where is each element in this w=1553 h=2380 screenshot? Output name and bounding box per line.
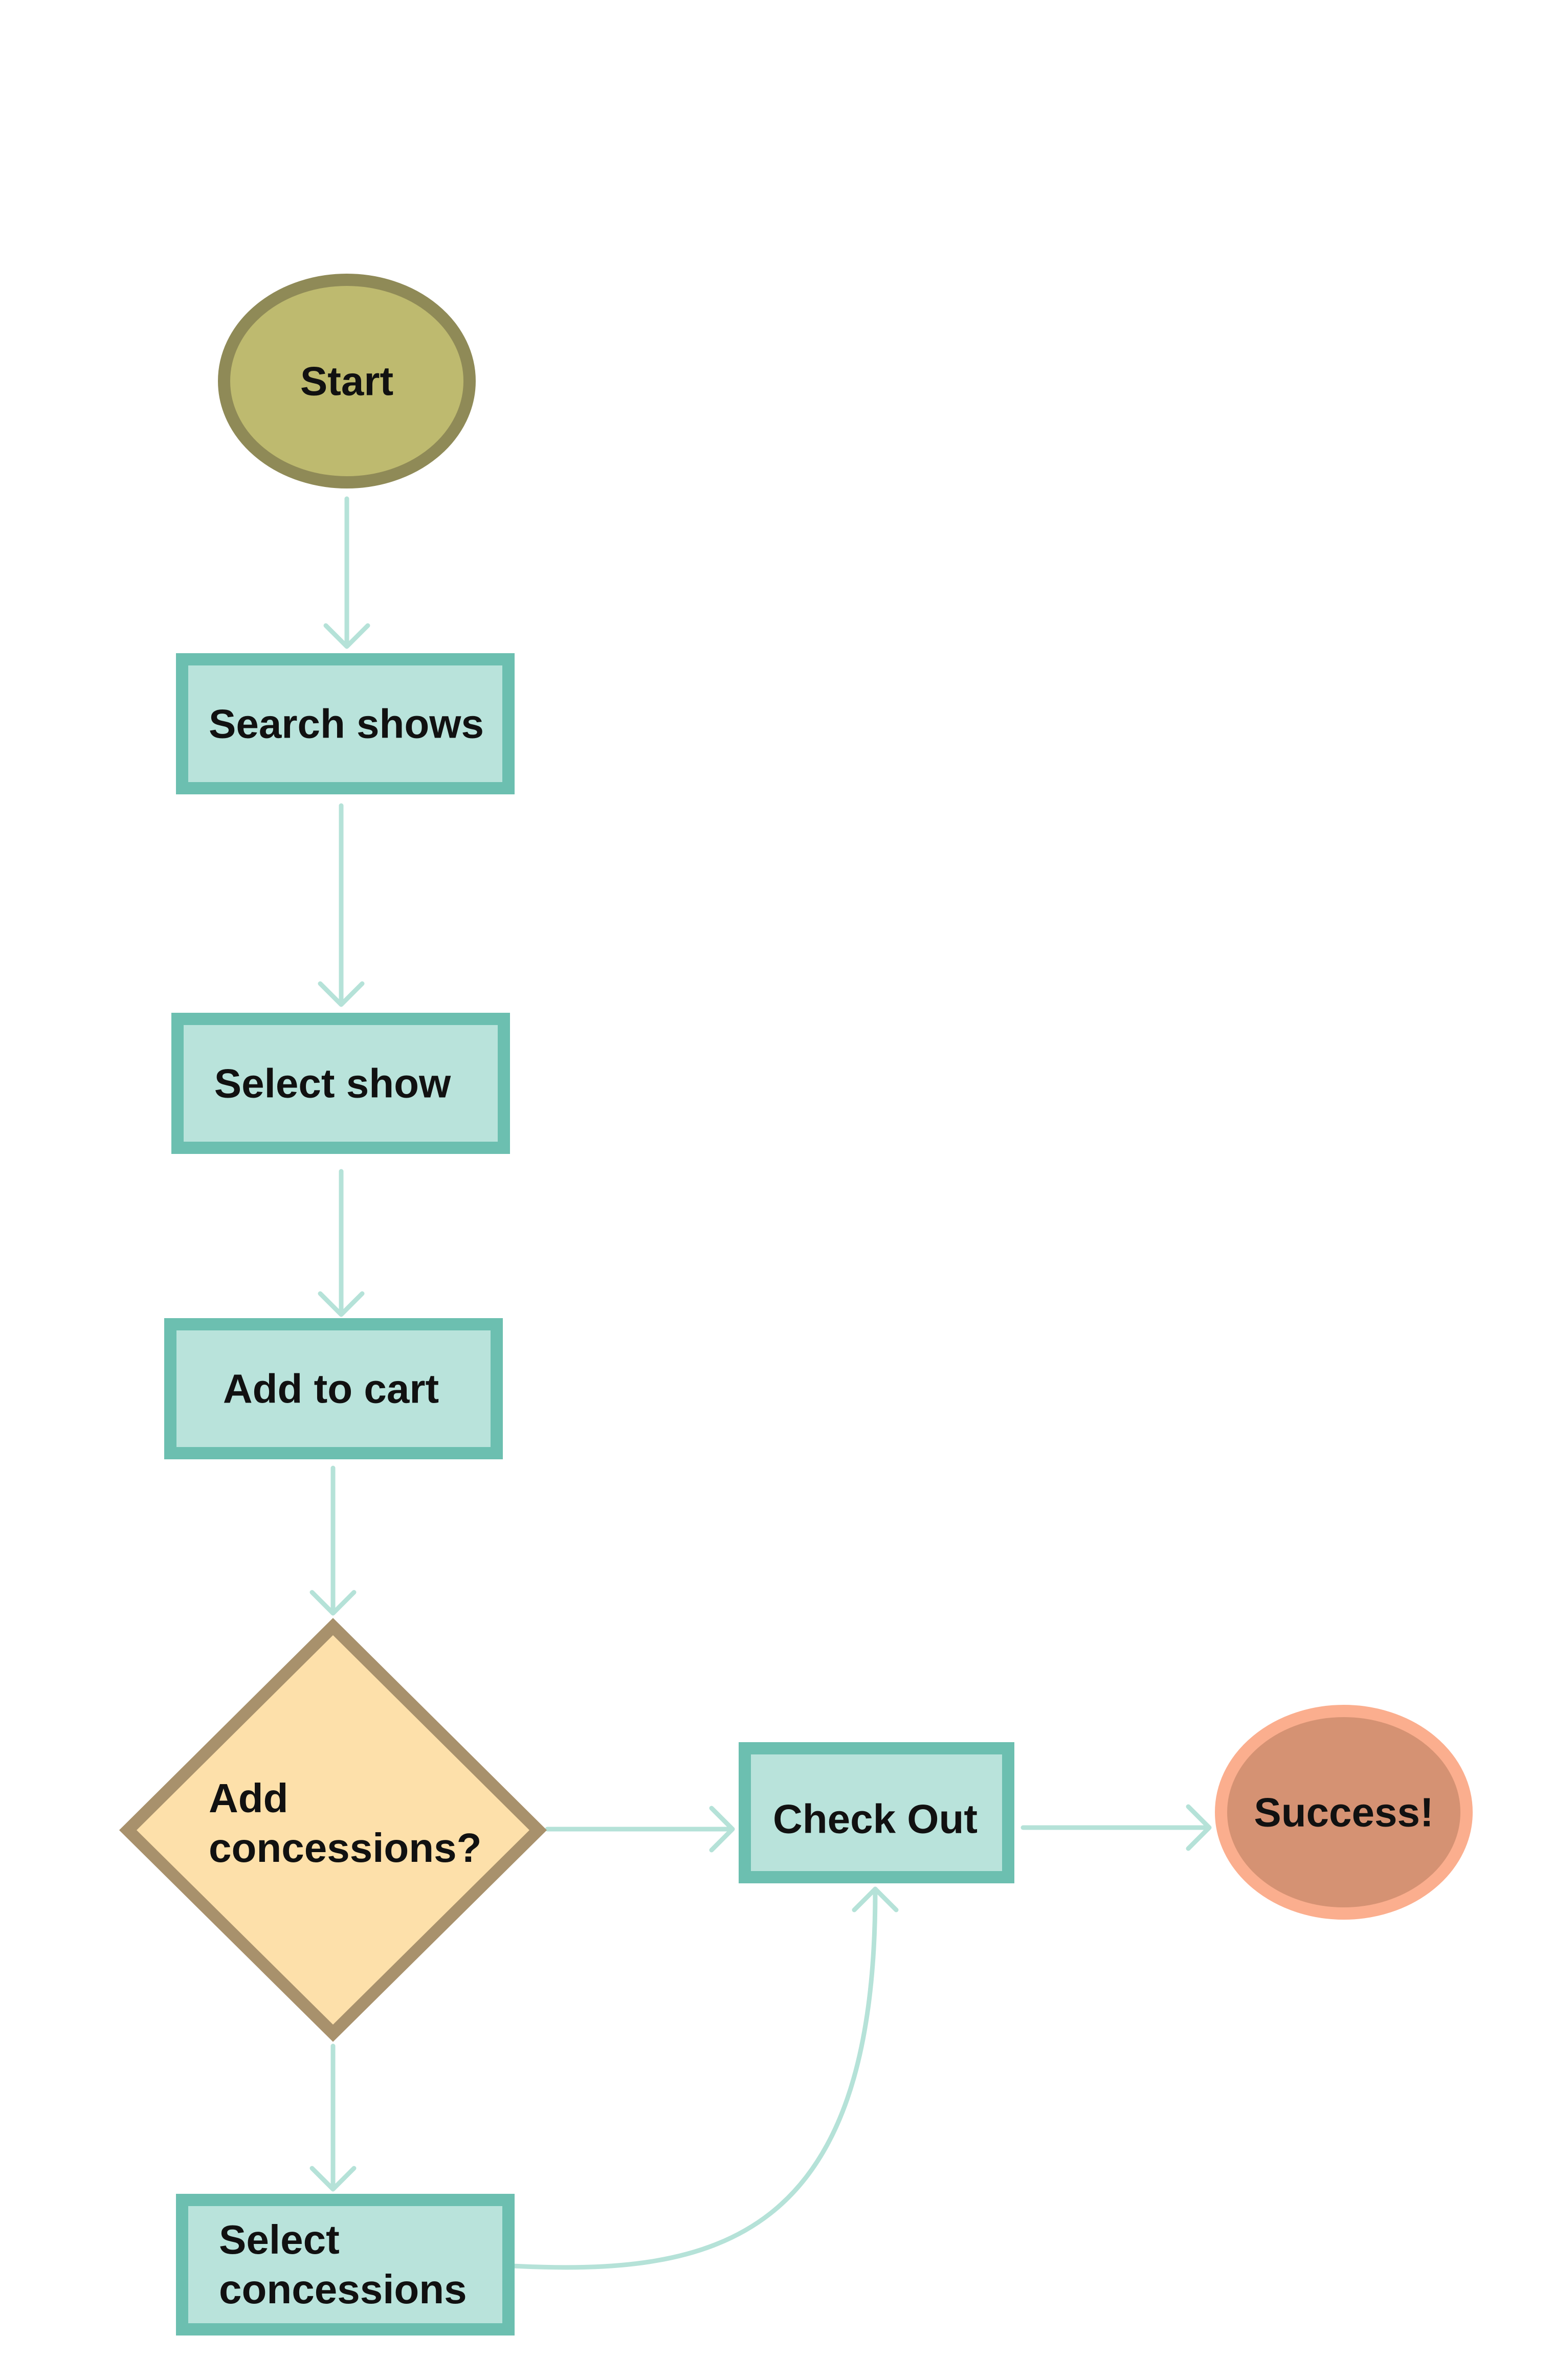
arrowhead-select-show bbox=[318, 981, 365, 1007]
arrowhead-decision bbox=[309, 1590, 357, 1616]
add-to-cart-shape bbox=[164, 1318, 503, 1459]
arrowhead-check-out-left bbox=[709, 1806, 735, 1853]
search-shows-shape bbox=[176, 653, 515, 794]
search-shows-label: Search shows bbox=[209, 701, 484, 747]
start-label: Start bbox=[300, 359, 393, 404]
node-select-show[interactable]: Select show bbox=[171, 1013, 510, 1154]
select-concessions-label-line1: Select bbox=[219, 2217, 340, 2262]
decision-shape bbox=[119, 1618, 547, 2042]
decision-label-line2: concessions? bbox=[209, 1825, 482, 1871]
select-concessions-shape bbox=[176, 2194, 515, 2335]
select-concessions-label-line2: concessions bbox=[219, 2266, 467, 2312]
check-out-shape bbox=[739, 1742, 1014, 1883]
select-show-label: Select show bbox=[214, 1061, 451, 1106]
node-add-concessions-decision[interactable]: Add concessions? bbox=[119, 1618, 547, 2042]
node-check-out[interactable]: Check Out bbox=[739, 1742, 1014, 1883]
node-start[interactable]: Start bbox=[218, 274, 476, 488]
arrowhead-search-shows bbox=[323, 623, 370, 649]
add-to-cart-label: Add to cart bbox=[223, 1366, 439, 1412]
success-shape bbox=[1215, 1705, 1473, 1920]
start-shape bbox=[218, 274, 476, 488]
select-concessions-label: Select concessions bbox=[219, 2217, 467, 2312]
edge-select-concessions-to-check-out bbox=[511, 1886, 878, 2270]
arrowhead-check-out-bottom bbox=[852, 1886, 899, 1912]
node-search-shows[interactable]: Search shows bbox=[176, 653, 515, 794]
edges bbox=[309, 496, 1212, 2270]
node-success[interactable]: Success! bbox=[1215, 1705, 1473, 1920]
success-label: Success! bbox=[1254, 1790, 1433, 1835]
select-show-shape bbox=[171, 1013, 510, 1154]
arrowhead-success bbox=[1186, 1804, 1212, 1851]
arrowhead-select-concessions bbox=[309, 2166, 357, 2192]
decision-label-line1: Add bbox=[209, 1775, 289, 1821]
arrowhead-add-to-cart bbox=[318, 1291, 365, 1317]
check-out-label: Check Out bbox=[773, 1796, 978, 1842]
node-select-concessions[interactable]: Select concessions bbox=[176, 2194, 515, 2335]
node-add-to-cart[interactable]: Add to cart bbox=[164, 1318, 503, 1459]
decision-label: Add concessions? bbox=[209, 1775, 482, 1871]
